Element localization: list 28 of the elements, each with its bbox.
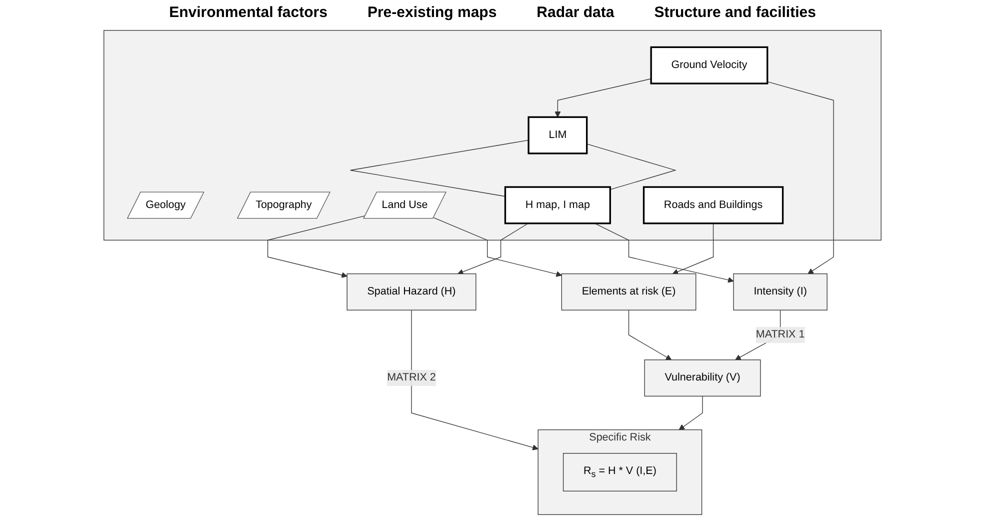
arrow: [433, 217, 562, 277]
node-box: Intensity (I): [733, 273, 828, 310]
arrow: [628, 310, 672, 360]
node-box: R$_{s}$ = H * V (I,E): [562, 452, 677, 492]
group-heading: Pre-existing maps: [367, 4, 497, 21]
arrow: [767, 81, 834, 274]
node-box: LIM: [528, 116, 588, 154]
group-heading: Environmental factors: [169, 4, 328, 21]
node-box: Ground Velocity: [650, 46, 768, 84]
cluster: [104, 30, 882, 240]
group-heading: Structure and facilities: [654, 4, 816, 21]
connector: [586, 144, 676, 190]
arrow: [554, 78, 652, 118]
node-box: Vulnerability (V): [644, 360, 761, 396]
arrow: [594, 223, 734, 283]
arrow: [411, 310, 538, 450]
node-box: Spatial Hazard (H): [346, 273, 476, 310]
group-heading: Radar data: [536, 4, 614, 21]
arrow: [267, 215, 366, 278]
edge-label: MATRIX 2: [387, 372, 436, 384]
arrow: [458, 223, 528, 275]
node-box: H map, I map: [504, 186, 611, 224]
edge-label: MATRIX 1: [756, 328, 805, 340]
connector: [350, 140, 529, 197]
node-box: Roads and Buildings: [642, 186, 784, 224]
arrow: [672, 223, 714, 274]
node-box: Elements at risk (E): [561, 273, 696, 310]
arrow: [678, 396, 703, 430]
